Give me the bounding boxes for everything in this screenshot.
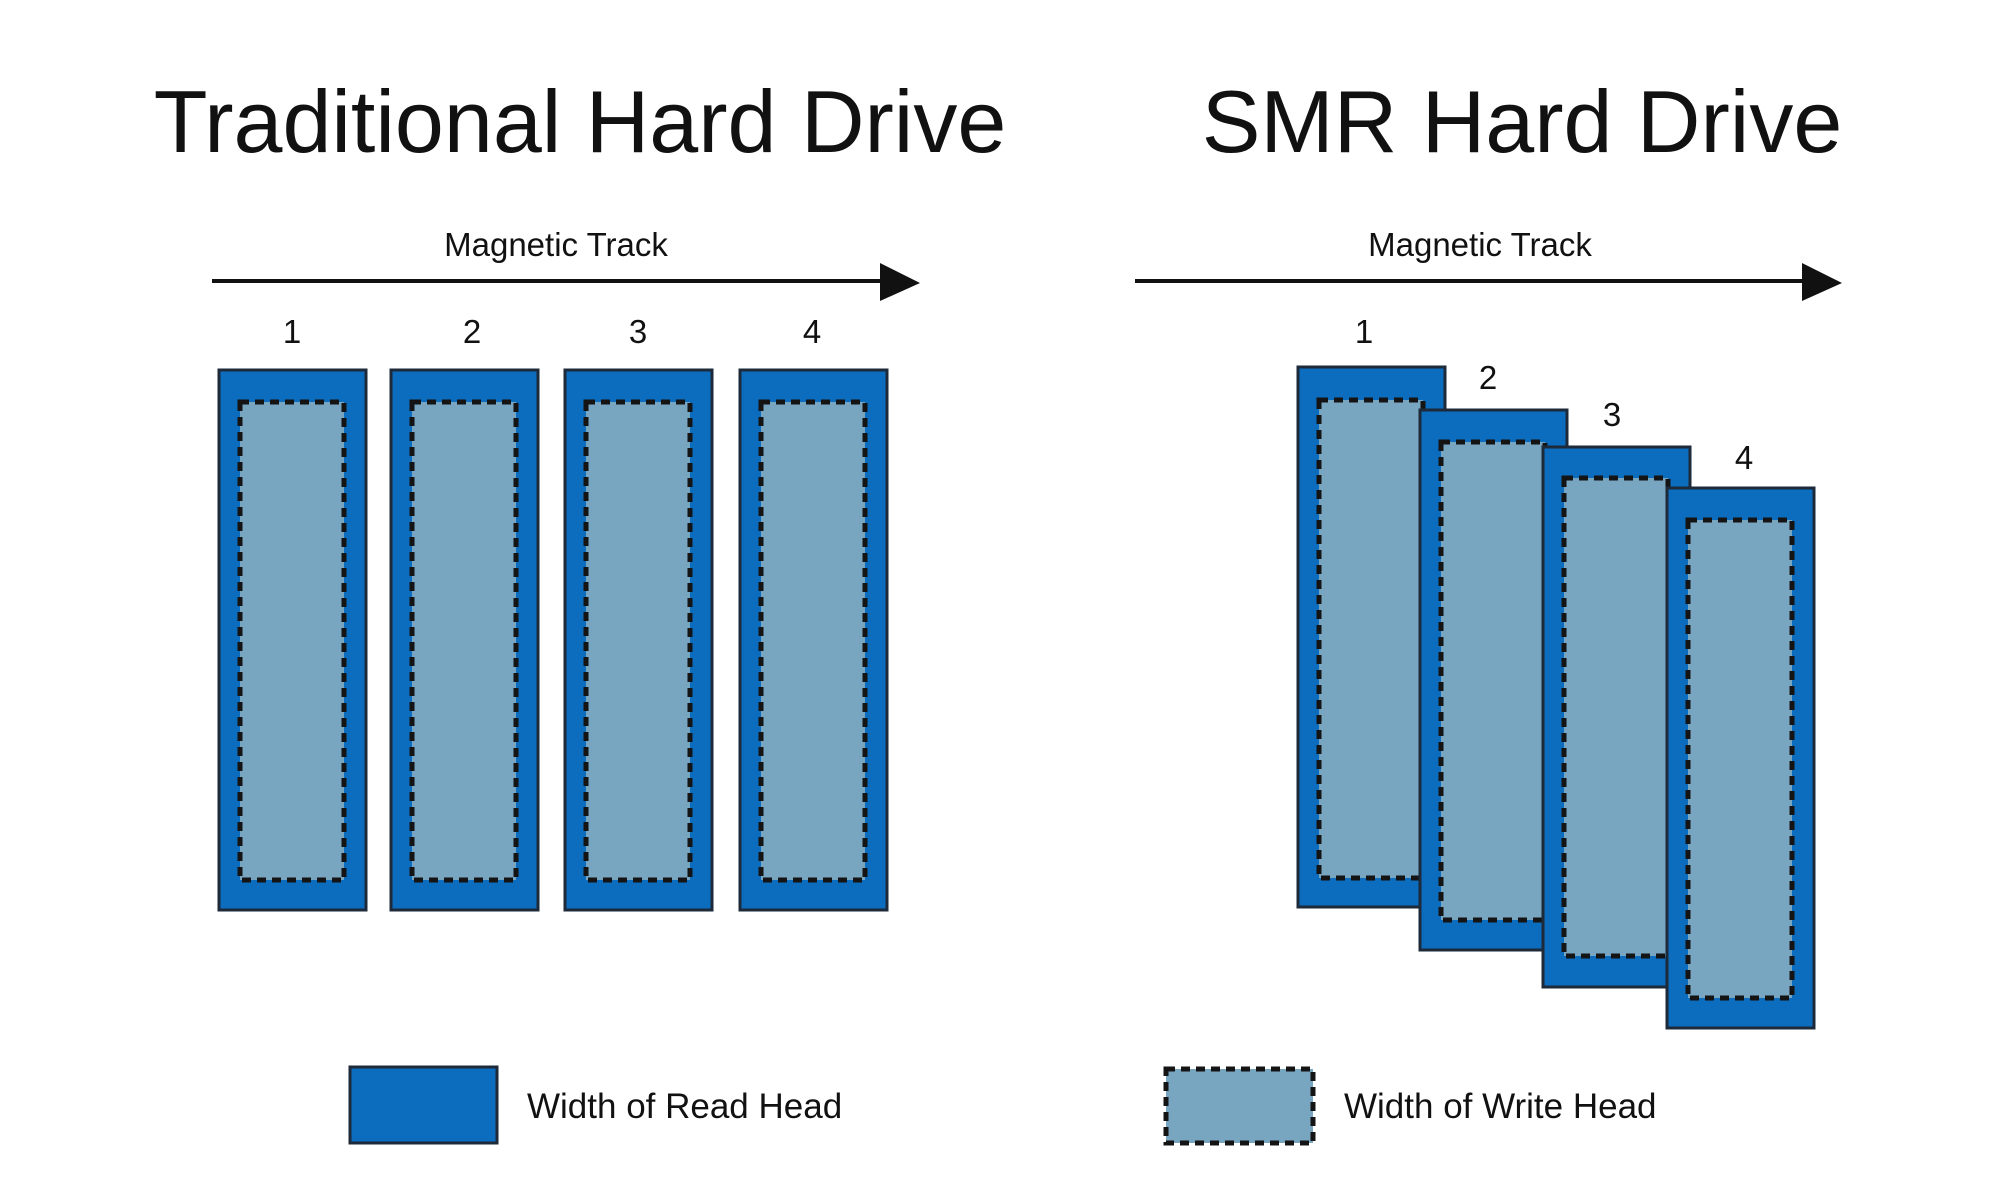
legend-item-write-head: Width of Write Head [1163, 1066, 1657, 1146]
traditional-track-number: 2 [463, 313, 481, 350]
smr-track [1665, 486, 1816, 1030]
traditional-track-number: 4 [803, 313, 821, 350]
smr-title: SMR Hard Drive [1202, 72, 1843, 171]
legend-write-head-swatch [1163, 1066, 1316, 1146]
traditional-track-arrow [212, 263, 920, 301]
write-head-width [237, 399, 347, 883]
write-head-width [409, 399, 519, 883]
traditional-track [217, 368, 368, 912]
smr-axis-label: Magnetic Track [1368, 226, 1592, 263]
write-head-width [1316, 397, 1426, 881]
write-head-width [1438, 439, 1548, 923]
write-head-width [1561, 475, 1671, 959]
smr-arrow-head [1802, 263, 1842, 301]
smr-track-arrow [1135, 263, 1842, 301]
smr-track-number: 3 [1603, 396, 1621, 433]
smr-track-number: 4 [1735, 439, 1753, 476]
legend-write-head-label: Width of Write Head [1344, 1087, 1657, 1126]
write-head-width [758, 399, 868, 883]
write-head-width [583, 399, 693, 883]
traditional-panel: Traditional Hard Drive Magnetic Track 1 … [154, 72, 1007, 912]
traditional-track [738, 368, 889, 912]
traditional-title: Traditional Hard Drive [154, 72, 1007, 171]
write-head-width [1685, 517, 1795, 1001]
traditional-track-number: 1 [283, 313, 301, 350]
smr-panel: SMR Hard Drive Magnetic Track 1 2 3 4 [1135, 72, 1843, 1030]
smr-track-number: 2 [1479, 359, 1497, 396]
traditional-axis-label: Magnetic Track [444, 226, 668, 263]
traditional-arrow-head [880, 263, 920, 301]
traditional-track-number: 3 [629, 313, 647, 350]
traditional-track [389, 368, 540, 912]
legend-item-read-head: Width of Read Head [348, 1065, 842, 1145]
legend-read-head-label: Width of Read Head [527, 1087, 842, 1126]
traditional-track [563, 368, 714, 912]
legend-read-head-swatch [348, 1065, 499, 1145]
smr-track-number: 1 [1355, 313, 1373, 350]
legend: Width of Read Head Width of Write Head [348, 1065, 1657, 1146]
